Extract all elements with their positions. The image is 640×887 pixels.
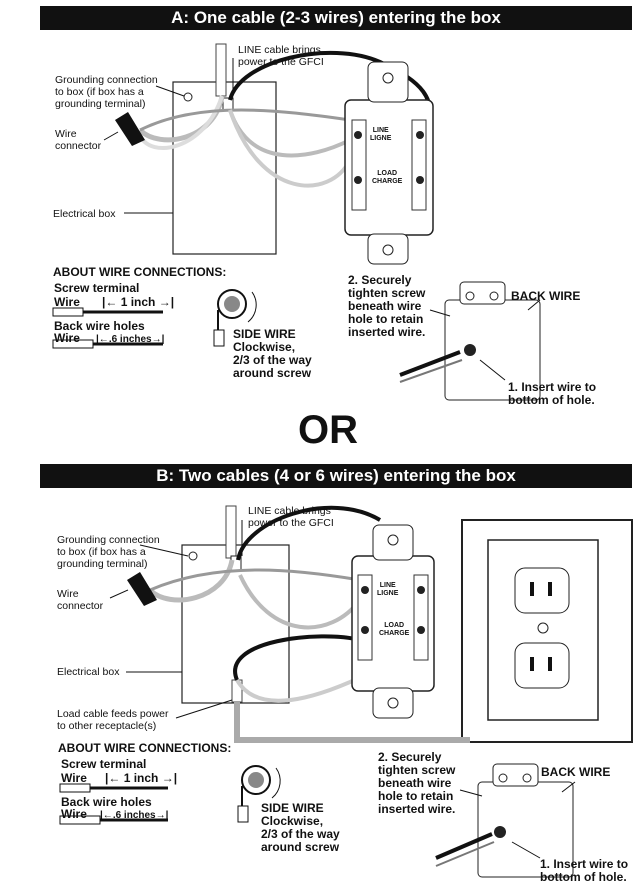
gfci-load-label-b: LOAD CHARGE [379,622,410,637]
section-a-drawing [52,43,541,401]
wire-connector-a [115,112,145,146]
back-wire-holes-a: Back wire holes [54,319,145,333]
about-wire-connections-b: ABOUT WIRE CONNECTIONS: [58,741,232,755]
insert-label-b: 1. Insert wire to bottom of hole. [540,857,629,884]
inch-label-2a: |←.6 inches→| [96,334,165,345]
line-cable-label-b: LINE cable brings power to the GFCI [248,505,334,529]
insert-label-a: 1. Insert wire to bottom of hole. [508,380,597,407]
line-cable-b [225,505,237,559]
ground-screw-a [183,92,193,102]
inch-label-2b: |←.6 inches→| [100,810,169,821]
grounding-label-b: Grounding connection to box (if box has … [57,534,160,570]
back-wire-label-b: BACK WIRE [541,765,611,779]
gfci-load-label-a: LOAD CHARGE [372,170,403,185]
line-cable-a [215,43,227,97]
tighten-label-b: 2. Securely tighten screw beneath wire h… [378,750,456,816]
screw-terminal-a: Screw terminal [54,281,140,295]
section-b-banner: B: Two cables (4 or 6 wires) entering th… [40,464,632,488]
wire-connector-label-a: Wire connector [55,128,102,152]
wire-connector-b [127,572,157,606]
downstream-box [461,519,633,743]
section-b-drawing [59,505,633,878]
wire-label-2a: Wire [54,331,80,345]
back-wire-holes-b: Back wire holes [61,795,152,809]
inch-label-1b: |← 1 inch →| [105,771,178,785]
wire-label-1b: Wire [61,771,87,785]
wire-label-1a: Wire [54,295,80,309]
grounding-label-a: Grounding connection to box (if box has … [55,74,158,110]
gfci-line-label-b: LINE LIGNE [377,582,399,597]
inch-label-1a: |← 1 inch →| [102,295,175,309]
gfci-line-label-a: LINE LIGNE [370,127,392,142]
clockwise-label-b: Clockwise, 2/3 of the way around screw [261,814,340,854]
wire-label-2b: Wire [61,807,87,821]
back-wire-label-a: BACK WIRE [511,289,581,303]
side-wire-label-a: SIDE WIRE [233,327,296,341]
or-label: OR [298,408,358,452]
side-wire-label-b: SIDE WIRE [261,801,324,815]
clockwise-label-a: Clockwise, 2/3 of the way around screw [233,340,312,380]
wire-connector-label-b: Wire connector [57,588,104,612]
load-cable-label-b: Load cable feeds power to other receptac… [57,708,169,732]
about-wire-connections-a: ABOUT WIRE CONNECTIONS: [53,265,227,279]
electrical-box-label-b: Electrical box [57,666,120,678]
screw-terminal-b: Screw terminal [61,757,147,771]
electrical-box-label-a: Electrical box [53,208,116,220]
section-a-banner: A: One cable (2-3 wires) entering the bo… [40,6,632,30]
tighten-label-a: 2. Securely tighten screw beneath wire h… [348,273,426,339]
line-cable-label-a: LINE cable brings power to the GFCI [238,44,324,68]
